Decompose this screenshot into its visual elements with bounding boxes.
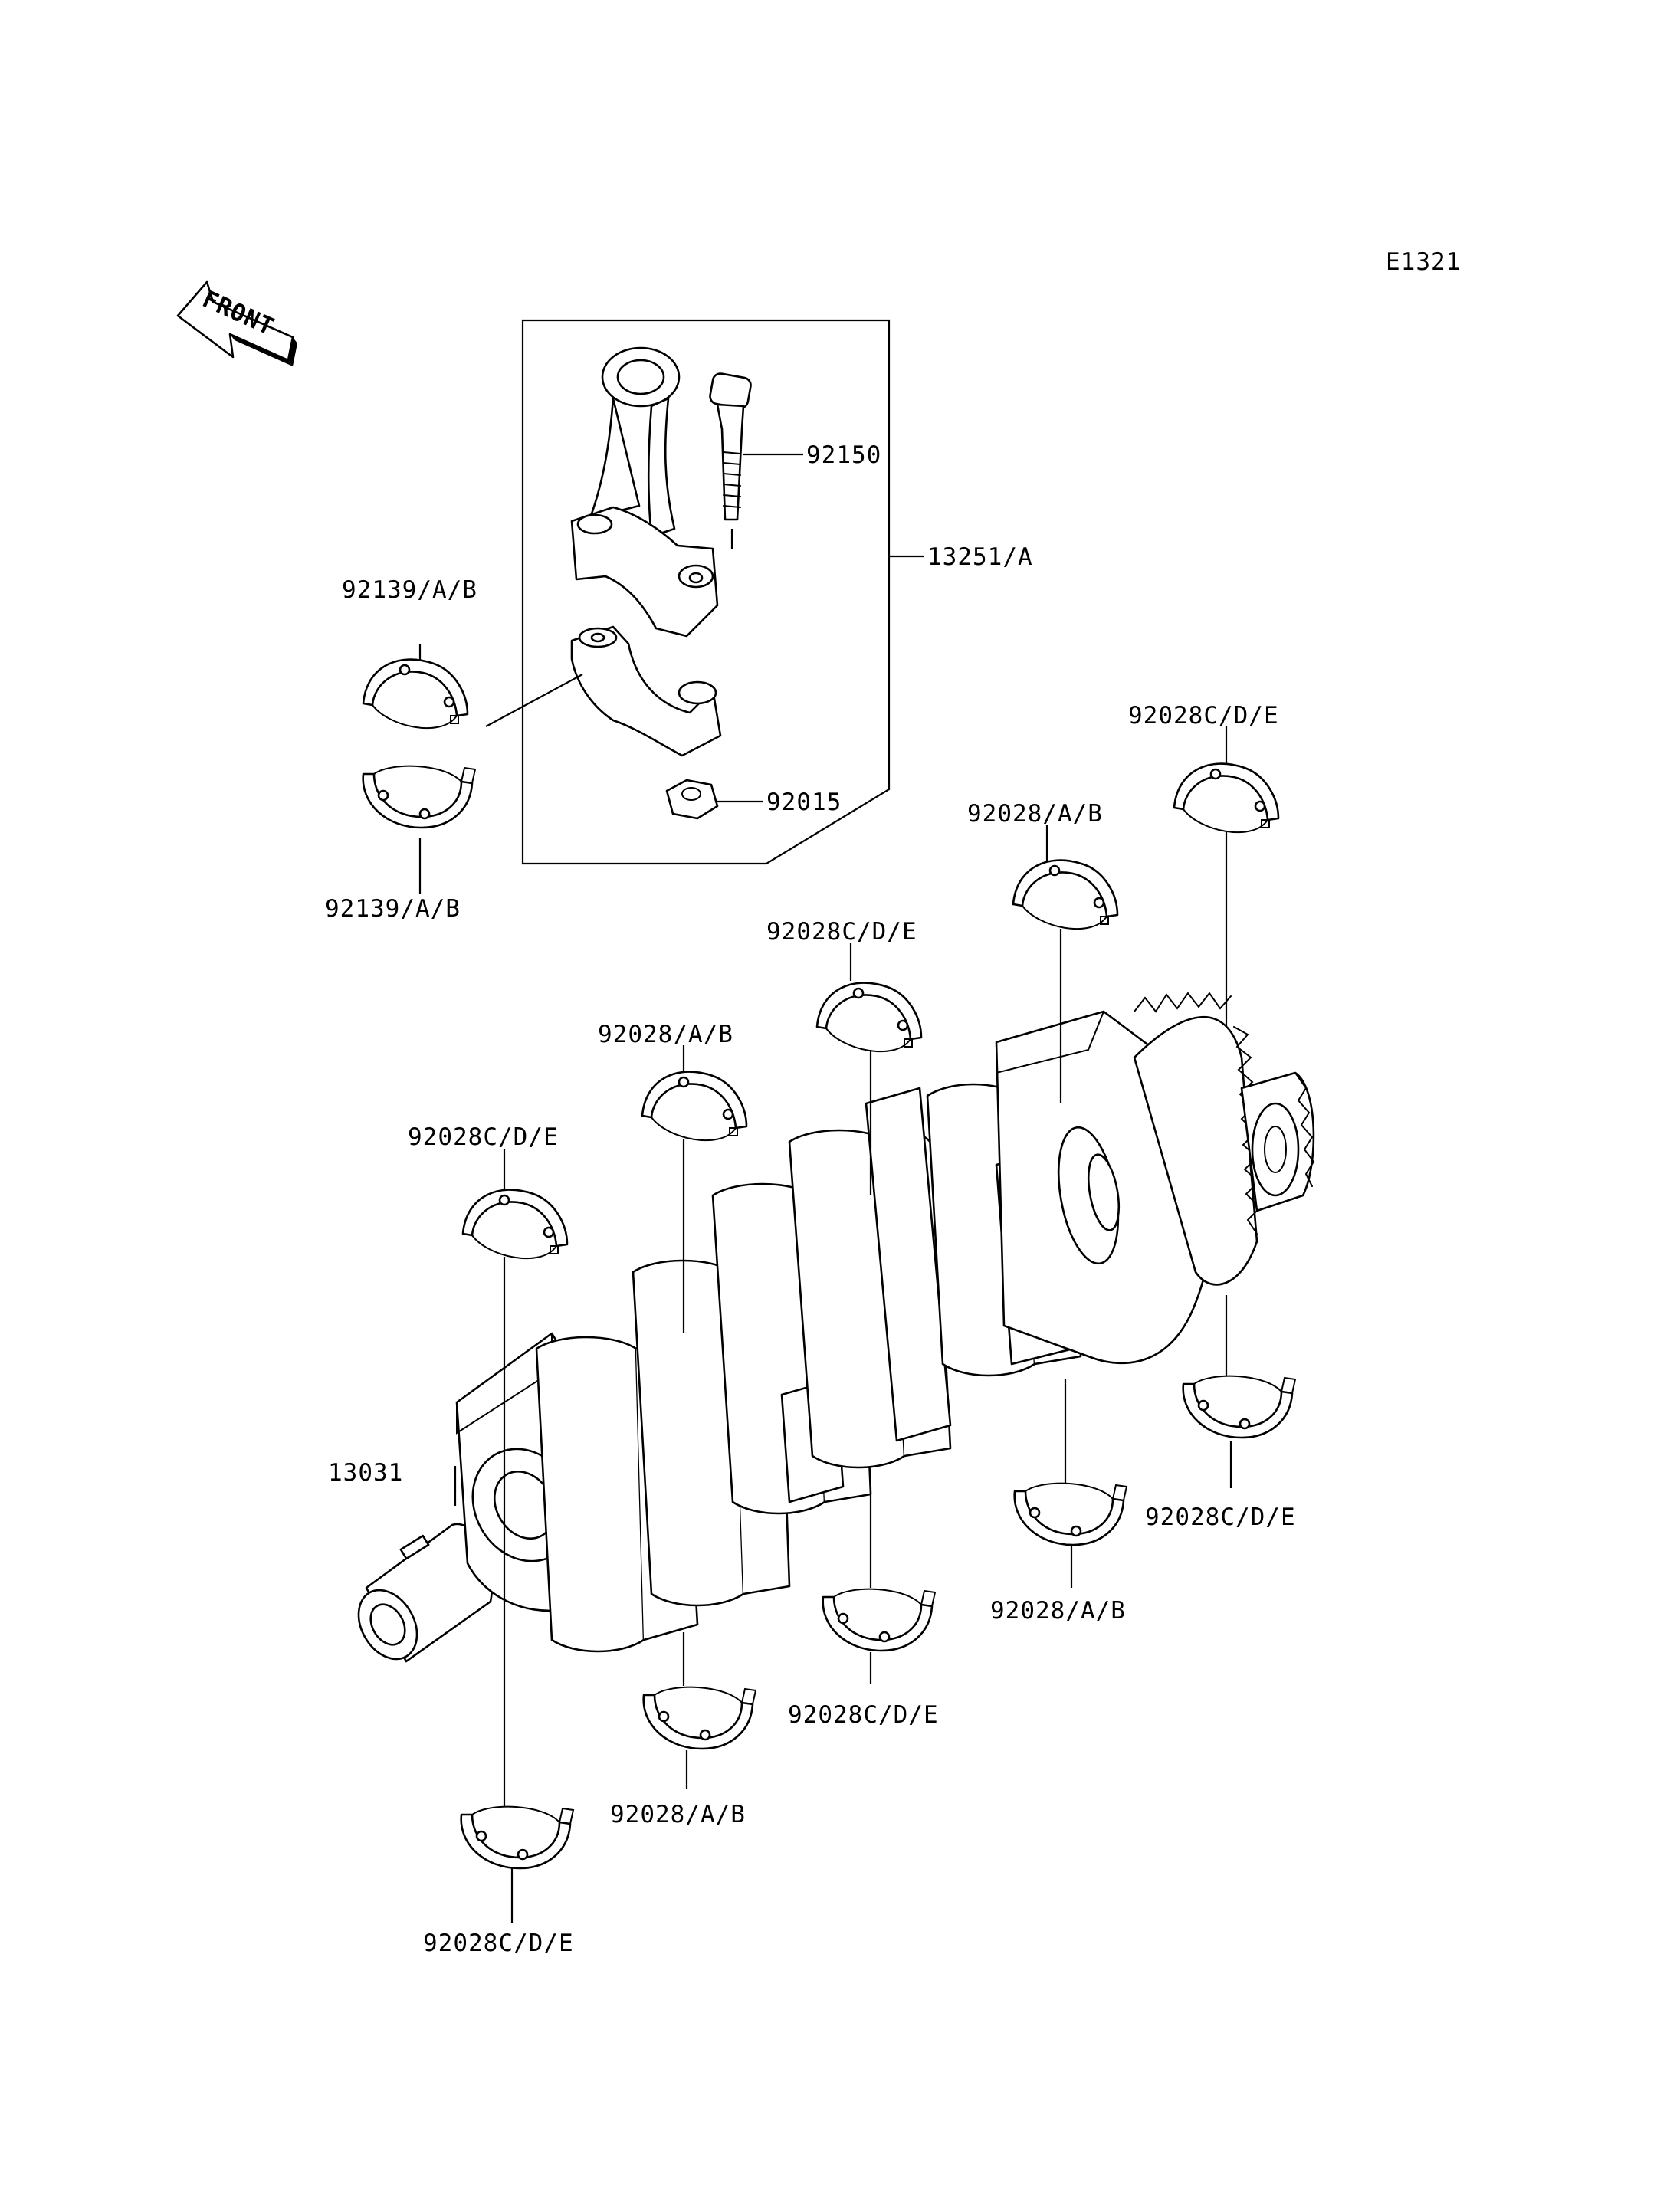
main-bearing-upper-2 xyxy=(641,1071,748,1142)
label-main-lower-5: 92028C/D/E xyxy=(1145,1503,1296,1531)
label-main-lower-4: 92028/A/B xyxy=(990,1597,1126,1625)
label-main-upper-1: 92028C/D/E xyxy=(408,1123,559,1151)
rod-bearing-upper xyxy=(362,658,469,730)
rod-cap xyxy=(570,625,722,757)
main-bearing-upper-1 xyxy=(461,1189,569,1260)
label-13251-a: 13251/A xyxy=(927,543,1033,571)
con-rod-assembly-frame xyxy=(521,319,924,865)
rod-bolt xyxy=(709,372,803,549)
main-bearing-upper-5 xyxy=(1173,762,1280,834)
label-92139-bottom: 92139/A/B xyxy=(325,895,461,923)
main-bearing-lower-1 xyxy=(460,1805,575,1870)
figure-code: E1321 xyxy=(1386,248,1461,276)
label-main-lower-1: 92028C/D/E xyxy=(423,1930,574,1957)
label-13031: 13031 xyxy=(328,1459,403,1487)
main-bearing-lower-3 xyxy=(822,1588,937,1652)
main-bearing-lower-4 xyxy=(1013,1482,1128,1546)
part-labels: 92150 13251/A 92139/A/B 92139/A/B 92015 … xyxy=(325,441,1296,1957)
main-bearing-upper-4 xyxy=(1012,859,1119,930)
main-bearing-lower-2 xyxy=(642,1686,757,1750)
front-arrow-icon: FRONT xyxy=(176,280,297,366)
label-92139-top: 92139/A/B xyxy=(342,576,477,604)
leader-lines xyxy=(503,726,1232,1923)
label-main-upper-3: 92028C/D/E xyxy=(766,918,917,946)
connecting-rod xyxy=(570,346,719,638)
main-bearing-upper-3 xyxy=(815,982,923,1053)
label-main-lower-2: 92028/A/B xyxy=(610,1801,746,1828)
crankshaft xyxy=(357,992,1315,1663)
rod-nut xyxy=(665,779,763,820)
label-92150: 92150 xyxy=(806,441,881,469)
label-92015: 92015 xyxy=(766,789,842,816)
label-main-upper-4: 92028/A/B xyxy=(967,800,1103,828)
label-main-lower-3: 92028C/D/E xyxy=(788,1701,939,1729)
label-main-upper-5: 92028C/D/E xyxy=(1128,702,1279,730)
label-main-upper-2: 92028/A/B xyxy=(598,1021,733,1048)
main-bearing-lower-5 xyxy=(1182,1375,1297,1439)
rod-bearing-lower xyxy=(362,765,477,829)
